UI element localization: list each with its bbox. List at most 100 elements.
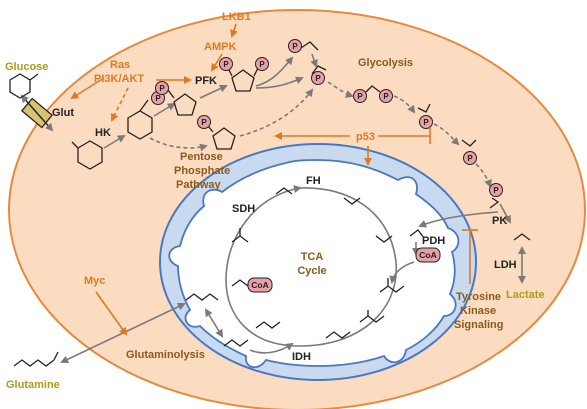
tca-label-line2: Cycle (297, 265, 326, 277)
g3p-molecule (311, 65, 327, 75)
glut-label: Glut (52, 107, 74, 119)
acetyl-coa-to-citrate-arrow (389, 261, 415, 284)
phosphate-bpg-right (379, 89, 393, 103)
ampk-to-pfk-arrow (210, 53, 223, 72)
glucose-outside-molecule (9, 73, 31, 99)
glutamate-molecule (185, 293, 219, 301)
coa-succinyl (247, 277, 273, 293)
myc-to-glutaminolysis-arrow (95, 291, 128, 336)
pentose-label-line1: Pentose (180, 151, 223, 163)
ldh-label: LDH (494, 259, 517, 271)
pentose-label-line2: Phosphate (174, 165, 230, 177)
glutaminolysis-label: Glutaminolysis (126, 349, 205, 361)
glucose-transport-arrow (20, 94, 54, 132)
glucose-label: Glucose (5, 61, 48, 73)
glucose-inside-molecule (77, 140, 103, 170)
pdh-label: PDH (422, 235, 445, 247)
pi3k-akt-label: PI3K/AKT (94, 73, 144, 85)
glutamine-molecule (13, 359, 55, 367)
isocitrate-molecule (359, 315, 385, 323)
svg-text:P: P (315, 74, 321, 83)
svg-text:P: P (155, 94, 161, 103)
citrate-molecule (379, 285, 405, 293)
ras-label: Ras (110, 59, 130, 71)
svg-text:P: P (493, 186, 499, 195)
svg-text:P: P (292, 42, 298, 51)
2pg-molecule (461, 139, 477, 147)
phosphate-f6p (155, 81, 169, 95)
akg-into-tca-arrow (249, 342, 294, 354)
svg-text:P: P (201, 118, 207, 127)
pyruvate-into-mitochondria-arrow (418, 211, 499, 228)
phosphate-f16bp-left (219, 57, 233, 71)
tyrosine-label-line2: Kinase (460, 305, 496, 317)
aldolase-split-arrow-upper (255, 56, 294, 87)
g6p-to-f6p-arrow (153, 102, 176, 117)
phosphate-3pg (419, 115, 433, 129)
phosphate-pep (489, 183, 503, 197)
phosphate-bpg-left (353, 89, 367, 103)
ribose-phosphate-molecule (212, 127, 236, 150)
svg-text:P: P (383, 92, 389, 101)
akg-glutaminolysis-molecule (223, 339, 249, 347)
coa-pdh (415, 247, 441, 263)
glycolysis-dashed-arrow (327, 81, 354, 98)
succinyl-molecule (255, 321, 281, 329)
f6p-to-f16bp-arrow (199, 84, 228, 99)
glutamine-label: Glutamine (6, 379, 60, 391)
lkb1-to-ampk-arrow (230, 23, 238, 38)
pyruvate-mito-molecule (409, 229, 425, 239)
svg-text:P: P (357, 92, 363, 101)
pep-to-pyruvate-arrow (499, 203, 511, 224)
tca-cycle-ring (225, 185, 397, 347)
phosphate-dhap (288, 39, 302, 53)
pentose-entry-arrow (149, 137, 208, 152)
glycolysis-label: Glycolysis (358, 57, 413, 69)
svg-text:P: P (259, 60, 265, 69)
pentose-return-arrow (239, 88, 314, 137)
lactate-label: Lactate (506, 289, 545, 301)
svg-text:CoA: CoA (419, 250, 436, 260)
svg-text:P: P (467, 154, 473, 163)
svg-text:P: P (423, 118, 429, 127)
bpg-molecule (365, 85, 381, 93)
tyrosine-label-line3: Signaling (454, 319, 504, 331)
malate-molecule (343, 197, 361, 205)
idh-label: IDH (292, 351, 311, 363)
glutamate-to-akg-arrow (204, 308, 224, 338)
tyrosine-label-line1: Tyrosine (456, 291, 501, 303)
svg-text:P: P (159, 84, 165, 93)
aldolase-split-arrow-lower (255, 76, 304, 89)
fumarate-molecule (275, 187, 293, 195)
dhap-to-g3p-arrow (310, 53, 318, 68)
tca-label-line1: TCA (301, 251, 324, 263)
3pg-molecule (417, 103, 431, 113)
svg-text:P: P (223, 60, 229, 69)
phosphate-f16bp-right (255, 57, 269, 71)
mitochondrion-inner-membrane (168, 159, 460, 369)
ras-to-glut-arrow (70, 77, 105, 100)
fructose-bisphosphate-molecule (231, 69, 255, 92)
akg-molecule (325, 331, 351, 339)
sdh-label: SDH (232, 203, 255, 215)
hk-label: HK (95, 127, 111, 139)
phosphate-r5p (197, 115, 211, 129)
lkb1-label: LKB1 (222, 11, 251, 23)
pep-molecule (489, 197, 500, 209)
pentose-label-line3: Pathway (176, 179, 222, 191)
fh-label: FH (306, 175, 321, 187)
pfk-label: PFK (195, 75, 217, 87)
pyruvate-molecule (513, 233, 531, 241)
hk-arrow (103, 134, 126, 149)
svg-text:CoA: CoA (251, 280, 268, 290)
3pg-to-2pg-arrow (433, 123, 460, 146)
fructose-6-phosphate-molecule (173, 93, 197, 116)
pk-label: PK (492, 215, 507, 227)
ampk-label: AMPK (204, 41, 236, 53)
pi3k-to-hk-arrow (111, 87, 129, 122)
myc-label: Myc (84, 275, 105, 287)
phosphate-g3p (311, 71, 325, 85)
p53-label: p53 (356, 131, 375, 143)
dhap-molecule (300, 41, 319, 51)
